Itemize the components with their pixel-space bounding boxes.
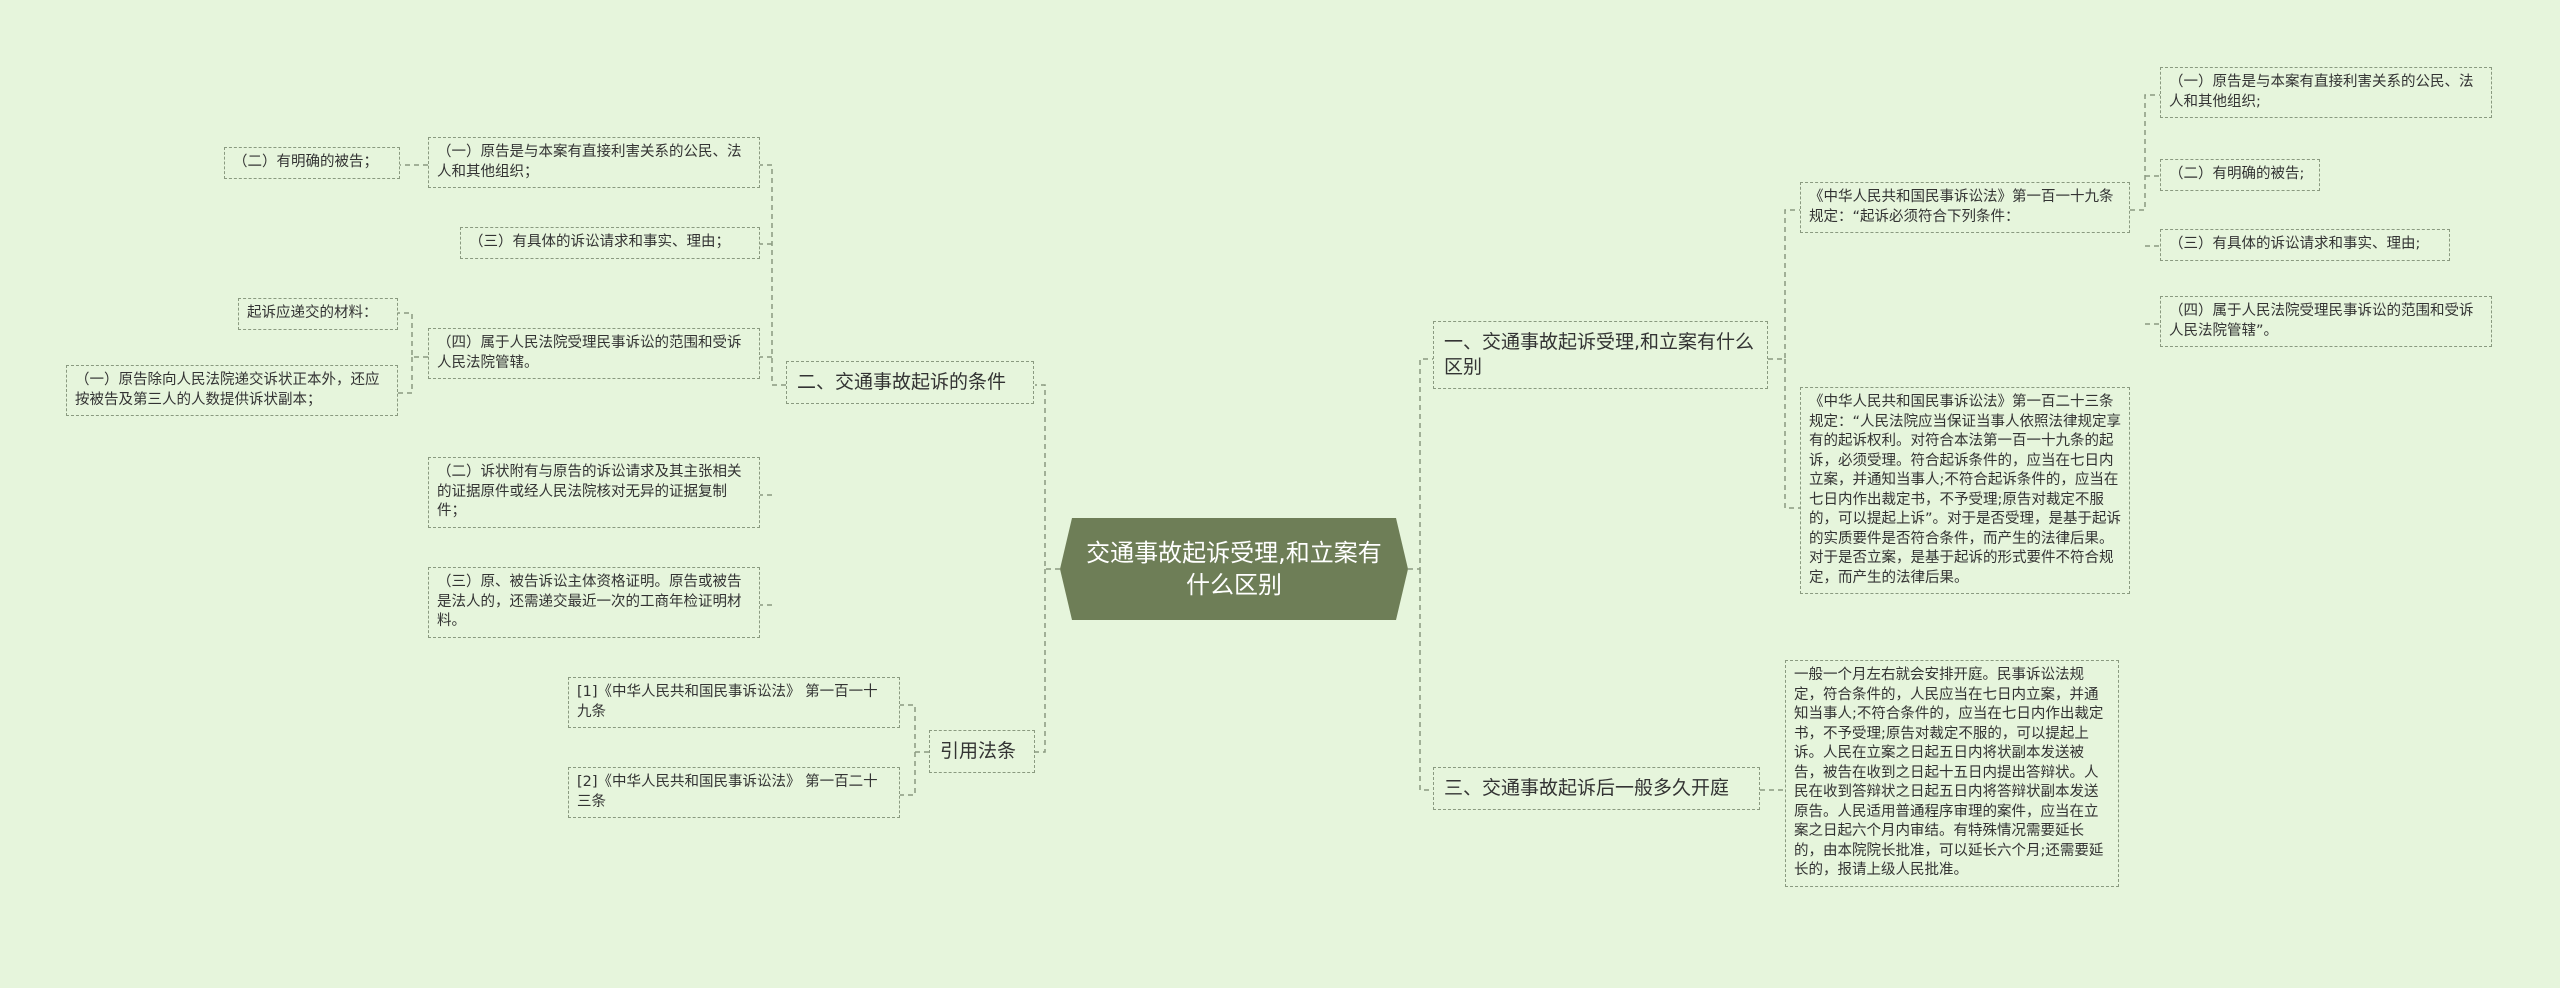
topic-difference-label: 一、交通事故起诉受理,和立案有什么区别: [1444, 331, 1755, 378]
timeline-text-content: 一般一个月左右就会安排开庭。民事诉讼法规定，符合条件的，人民应当在七日内立案，并…: [1794, 667, 2104, 878]
condition-item-3-text: （四）属于人民法院受理民事诉讼的范围和受诉人民法院管辖。: [437, 335, 742, 371]
condition-item-1[interactable]: （一）原告是与本案有直接利害关系的公民、法人和其他组织；: [428, 137, 760, 188]
art119-item-4-text: （四）属于人民法院受理民事诉讼的范围和受诉人民法院管辖”。: [2169, 303, 2474, 339]
topic-citations-label: 引用法条: [940, 740, 1017, 762]
root-topic-label: 交通事故起诉受理,和立案有什么区别: [1086, 539, 1382, 599]
art123-text-content: 《中华人民共和国民事诉讼法》第一百二十三条规定：“人民法院应当保证当事人依照法律…: [1809, 394, 2122, 586]
sub-defendant-text: （二）有明确的被告；: [233, 154, 378, 170]
topic-conditions-label: 二、交通事故起诉的条件: [797, 371, 1007, 393]
citation-item-1[interactable]: [1]《中华人民共和国民事诉讼法》 第一百一十九条: [568, 677, 900, 728]
topic-difference[interactable]: 一、交通事故起诉受理,和立案有什么区别: [1433, 321, 1768, 389]
art119-item-1-text: （一）原告是与本案有直接利害关系的公民、法人和其他组织;: [2169, 74, 2474, 110]
condition-item-3[interactable]: （四）属于人民法院受理民事诉讼的范围和受诉人民法院管辖。: [428, 328, 760, 379]
topic-timeline-label: 三、交通事故起诉后一般多久开庭: [1444, 777, 1730, 799]
art119-item-4[interactable]: （四）属于人民法院受理民事诉讼的范围和受诉人民法院管辖”。: [2160, 296, 2492, 347]
condition-item-1-text: （一）原告是与本案有直接利害关系的公民、法人和其他组织；: [437, 144, 742, 180]
sub-copies-text: （一）原告除向人民法院递交诉状正本外，还应按被告及第三人的人数提供诉状副本；: [75, 372, 380, 408]
topic-conditions[interactable]: 二、交通事故起诉的条件: [786, 361, 1034, 404]
art123-text[interactable]: 《中华人民共和国民事诉讼法》第一百二十三条规定：“人民法院应当保证当事人依照法律…: [1800, 387, 2130, 594]
condition-item-4[interactable]: （二）诉状附有与原告的诉讼请求及其主张相关的证据原件或经人民法院核对无异的证据复…: [428, 457, 760, 528]
condition-item-2[interactable]: （三）有具体的诉讼请求和事实、理由；: [460, 227, 760, 259]
art119-item-2[interactable]: （二）有明确的被告;: [2160, 159, 2320, 191]
condition-item-5-text: （三）原、被告诉讼主体资格证明。原告或被告是法人的，还需递交最近一次的工商年检证…: [437, 574, 742, 629]
citation-item-2-text: [2]《中华人民共和国民事诉讼法》 第一百二十三条: [577, 774, 878, 810]
topic-timeline[interactable]: 三、交通事故起诉后一般多久开庭: [1433, 767, 1760, 810]
citation-item-2[interactable]: [2]《中华人民共和国民事诉讼法》 第一百二十三条: [568, 767, 900, 818]
citation-item-1-text: [1]《中华人民共和国民事诉讼法》 第一百一十九条: [577, 684, 878, 720]
art119-item-3[interactable]: （三）有具体的诉讼请求和事实、理由;: [2160, 229, 2450, 261]
sub-copies[interactable]: （一）原告除向人民法院递交诉状正本外，还应按被告及第三人的人数提供诉状副本；: [66, 365, 398, 416]
art119-item-1[interactable]: （一）原告是与本案有直接利害关系的公民、法人和其他组织;: [2160, 67, 2492, 118]
topic-citations[interactable]: 引用法条: [929, 730, 1035, 773]
timeline-text[interactable]: 一般一个月左右就会安排开庭。民事诉讼法规定，符合条件的，人民应当在七日内立案，并…: [1785, 660, 2119, 887]
condition-item-5[interactable]: （三）原、被告诉讼主体资格证明。原告或被告是法人的，还需递交最近一次的工商年检证…: [428, 567, 760, 638]
condition-item-2-text: （三）有具体的诉讼请求和事实、理由；: [469, 234, 730, 250]
art119-text-content: 《中华人民共和国民事诉讼法》第一百一十九条规定：“起诉必须符合下列条件：: [1809, 189, 2114, 225]
sub-materials-text: 起诉应递交的材料：: [247, 305, 378, 321]
art119-item-3-text: （三）有具体的诉讼请求和事实、理由;: [2169, 236, 2421, 252]
condition-item-4-text: （二）诉状附有与原告的诉讼请求及其主张相关的证据原件或经人民法院核对无异的证据复…: [437, 464, 742, 519]
sub-materials[interactable]: 起诉应递交的材料：: [238, 298, 398, 330]
art119-text[interactable]: 《中华人民共和国民事诉讼法》第一百一十九条规定：“起诉必须符合下列条件：: [1800, 182, 2130, 233]
sub-defendant[interactable]: （二）有明确的被告；: [224, 147, 400, 179]
art119-item-2-text: （二）有明确的被告;: [2169, 166, 2305, 182]
root-topic[interactable]: 交通事故起诉受理,和立案有什么区别: [1060, 518, 1408, 620]
